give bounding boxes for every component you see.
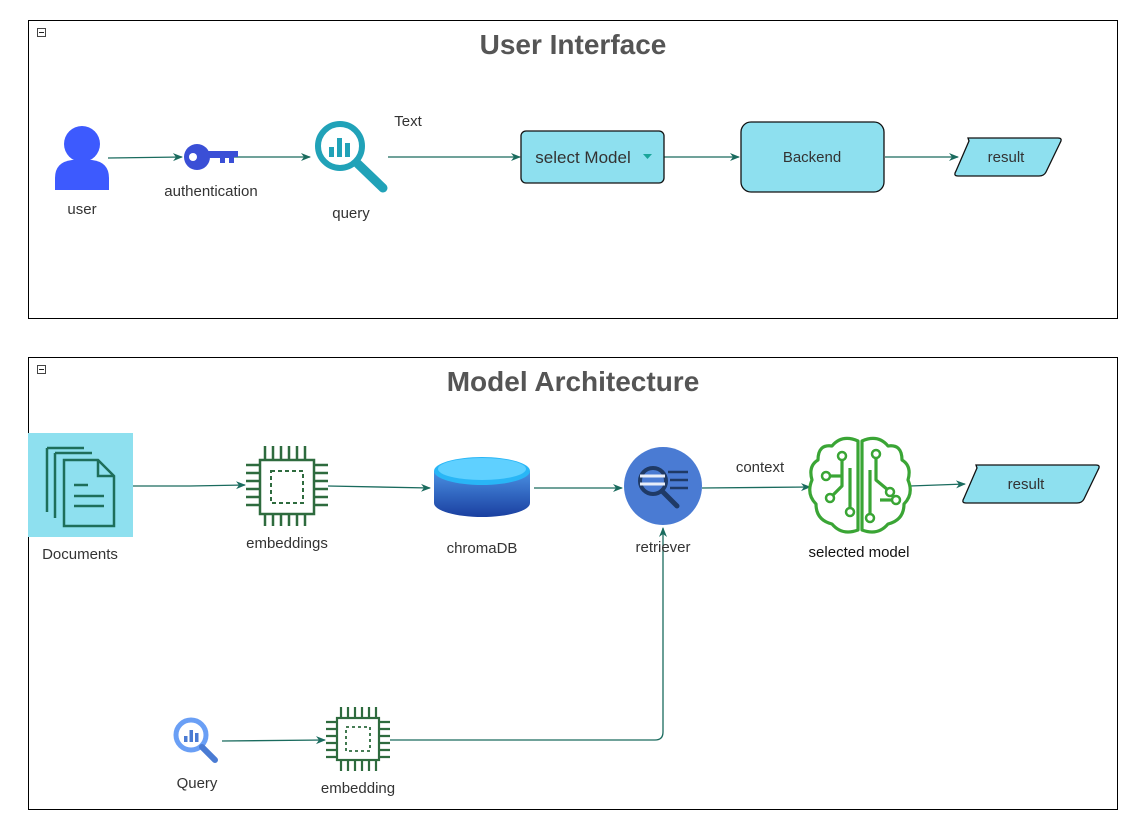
- edge-retriever-model: [701, 483, 811, 492]
- edge-embedding-retriever: [390, 527, 667, 741]
- dropdown-caret-icon: [643, 154, 652, 159]
- retriever-label: retriever: [635, 539, 690, 556]
- search-analytics-icon: [173, 717, 218, 763]
- key-icon: [184, 144, 238, 170]
- documents-icon: [28, 433, 133, 537]
- edge-user-auth: [107, 153, 183, 162]
- select-model-label: select Model: [535, 148, 630, 167]
- query-label: query: [332, 205, 370, 222]
- edge-label-text: Text: [394, 113, 422, 130]
- user-label: user: [67, 201, 96, 218]
- edge-label-context: context: [736, 459, 785, 476]
- brain-circuit-nodes: [820, 448, 902, 524]
- panel-title: Model Architecture: [446, 366, 700, 397]
- result-label: result: [988, 149, 1026, 166]
- chromadb-label: chromaDB: [447, 540, 518, 557]
- search-analytics-icon: [315, 121, 388, 193]
- model-architecture-panel: Model Architecture: [28, 357, 1118, 810]
- ui-edges: [107, 153, 959, 162]
- brain-circuit-icon: [808, 436, 912, 534]
- edge-query-embedding: [221, 736, 326, 745]
- collapse-button[interactable]: [37, 28, 46, 37]
- backend-label: Backend: [783, 149, 841, 166]
- select-model-dropdown[interactable]: select Model: [520, 130, 665, 184]
- model-edges: [133, 480, 966, 745]
- documents-label: Documents: [42, 546, 118, 563]
- panel-title: User Interface: [479, 29, 667, 60]
- chip-icon: [246, 446, 328, 526]
- edge-model-result: [909, 480, 966, 489]
- selected-model-label: selected model: [809, 544, 910, 561]
- database-icon: [434, 457, 530, 517]
- user-icon: [55, 126, 109, 190]
- result-label: result: [1008, 476, 1046, 493]
- chip-icon: [326, 707, 390, 771]
- edge-embeddings-chromadb: [327, 483, 431, 492]
- query-label: Query: [177, 775, 218, 792]
- authentication-label: authentication: [164, 183, 257, 200]
- result-node: result: [954, 137, 1062, 177]
- collapse-button[interactable]: [37, 365, 46, 374]
- result-node: result: [962, 464, 1100, 504]
- edge-docs-embeddings: [133, 481, 246, 490]
- backend-node: Backend: [740, 121, 885, 193]
- embeddings-label: embeddings: [246, 535, 328, 552]
- embedding-label: embedding: [321, 780, 395, 797]
- retriever-icon: [624, 447, 702, 525]
